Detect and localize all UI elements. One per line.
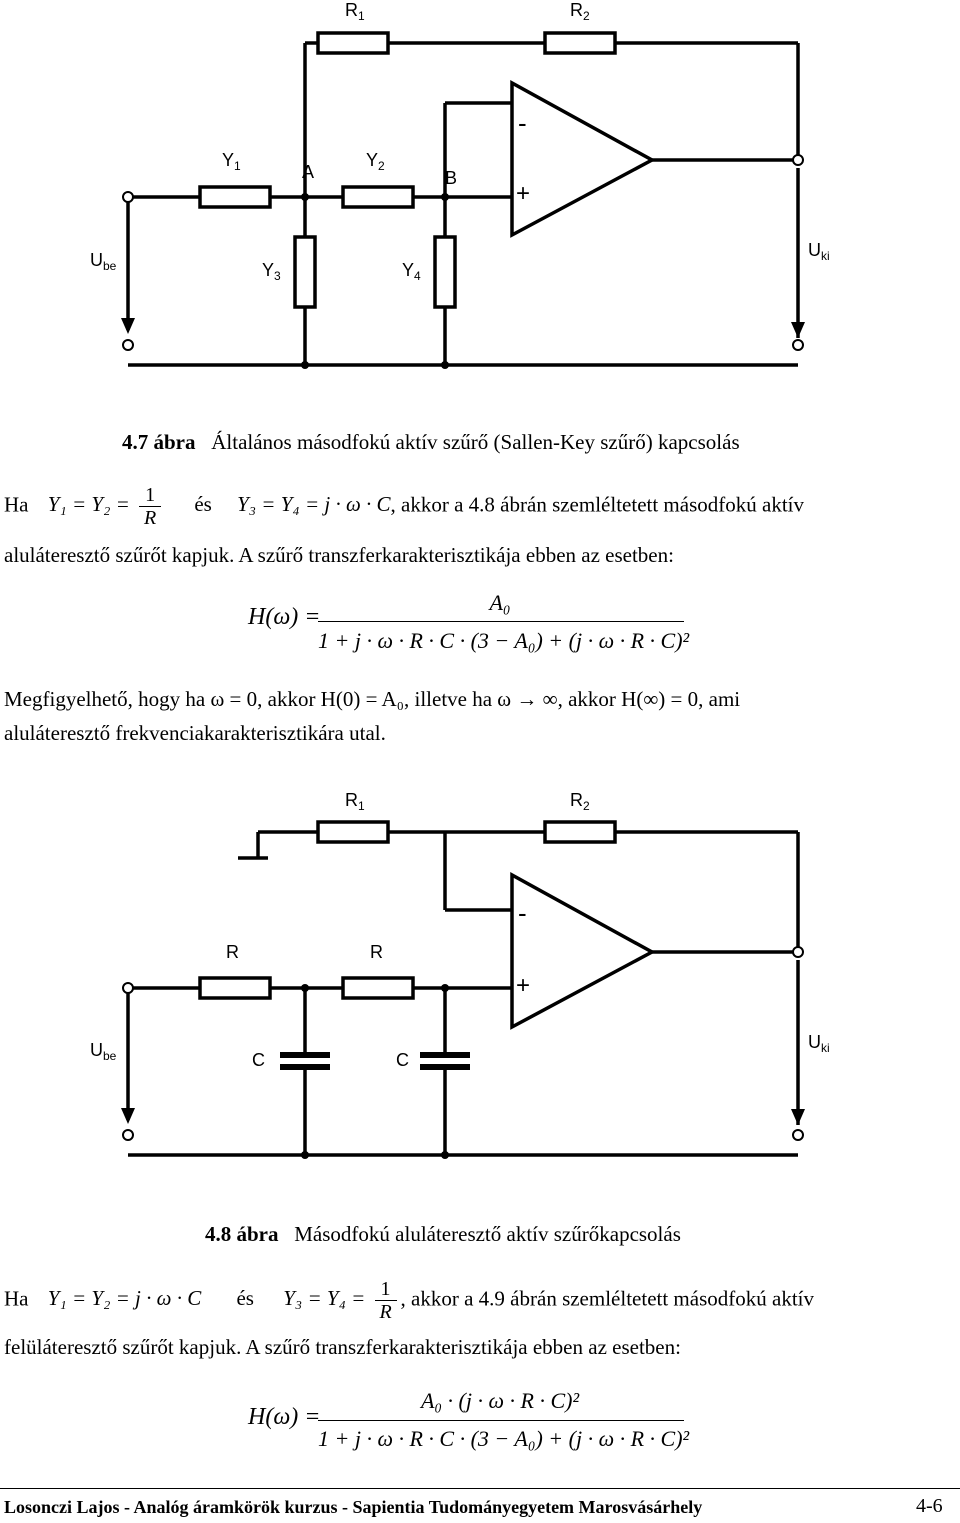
admittance-y1 [198,185,272,209]
label-node-b: B [445,168,458,188]
fraction-num: 1 [145,484,156,506]
label-2-r2: R2 [570,790,590,813]
text-rest-2: , akkor a 4.9 ábrán szemléltetett másodf… [400,1286,814,1311]
figure-2-caption-number: 4.8 ábra [205,1222,279,1246]
formula-2-lhs: H(ω) = [248,1404,321,1430]
formula-2-denominator: 1 + j · ω · R · C · (3 − A₀) + (j · ω · … [318,1426,690,1451]
label-r1: R1 [345,0,365,23]
text-rest: , akkor a 4.8 ábrán szemléltetett másodf… [390,492,804,517]
label-2-ca: C [252,1050,265,1070]
label-y3: Y3 [262,260,281,283]
label-r2: R2 [570,0,590,23]
label-node-a: A [302,162,315,182]
resistor-2-rb [341,976,415,1000]
formula-2-fraction-line [318,1420,684,1421]
paragraph-1-line-2: aluláteresztő szűrőt kapjuk. A szűrő tra… [4,543,674,567]
paragraph-2: Megfigyelhető, hogy ha ω = 0, akkor H(0)… [4,687,741,711]
figure-1-caption-text: Általános másodfokú aktív szűrő (Sallen-… [211,430,740,454]
footer-rule [0,1488,960,1489]
paragraph-2-line-2: aluláteresztő frekvenciakarakterisztikár… [4,721,386,745]
formula-1-fraction-line [318,621,684,622]
opamp-2-plus: + [516,972,531,999]
opamp-1 [510,80,656,238]
text-es: és [194,492,212,517]
figure-2-caption: 4.8 ábra Másodfokú aluláteresztő aktív s… [205,1222,681,1247]
footer-text: Losonczi Lajos - Analóg áramkörök kurzus… [4,1497,703,1517]
text-ha-2: Ha [4,1286,29,1311]
label-u-in: Ube [90,250,117,273]
label-2-u-out: Uki [808,1032,830,1055]
fraction-1-over-r: 1 R [139,484,162,529]
resistor-r2 [543,31,617,55]
label-y2: Y2 [366,150,385,173]
opamp-1-minus: - [518,108,527,138]
paragraph-3-line-2: felüláteresztő szűrőt kapjuk. A szűrő tr… [4,1335,681,1359]
text-ha: Ha [4,492,29,517]
label-2-cb: C [396,1050,409,1070]
opamp-1-plus: + [516,180,531,207]
label-2-ra: R [226,942,239,962]
label-2-u-in: Ube [90,1040,117,1063]
label-u-out: Uki [808,240,830,263]
cond-3: Y₁ = Y₂ = j · ω · C [47,1286,202,1311]
formula-1-lhs: H(ω) = [248,604,321,630]
formula-2-numerator: A₀ · (j · ω · R · C)² [420,1388,580,1413]
admittance-y3 [293,235,317,309]
fraction-2-1-over-r: 1 R [374,1278,397,1323]
formula-1-numerator: A₀ [489,590,511,615]
cond-1: Y₁ = Y₂ = [47,492,130,517]
admittance-y4 [433,235,457,309]
text-es-2: és [236,1286,254,1311]
paragraph-3: Ha Y₁ = Y₂ = j · ω · C és Y₃ = Y₄ = 1 R … [4,1278,944,1323]
formula-1-denominator: 1 + j · ω · R · C · (3 − A₀) + (j · ω · … [318,628,690,653]
resistor-2-ra [198,976,272,1000]
opamp-2-minus: - [518,898,527,928]
fraction-den: R [139,506,162,529]
resistor-2-r2 [543,820,617,844]
cond-4: Y₃ = Y₄ = [283,1286,366,1311]
resistor-2-r1 [316,820,390,844]
cond-2: Y₃ = Y₄ = j · ω · C [237,492,391,517]
fraction-num-2: 1 [380,1278,391,1300]
admittance-y2 [341,185,415,209]
figure-2-caption-text: Másodfokú aluláteresztő aktív szűrőkapcs… [294,1222,681,1246]
figure-1-caption-number: 4.7 ábra [122,430,196,454]
label-2-r1: R1 [345,790,365,813]
page-number: 4-6 [916,1495,943,1517]
label-y1: Y1 [222,150,241,173]
fraction-den-2: R [374,1300,397,1323]
figure-1-caption: 4.7 ábra Általános másodfokú aktív szűrő… [122,430,740,455]
label-y4: Y4 [402,260,421,283]
opamp-2 [510,872,656,1030]
paragraph-1: Ha Y₁ = Y₂ = 1 R és Y₃ = Y₄ = j · ω · C,… [4,484,934,529]
resistor-r1 [316,31,390,55]
label-2-rb: R [370,942,383,962]
